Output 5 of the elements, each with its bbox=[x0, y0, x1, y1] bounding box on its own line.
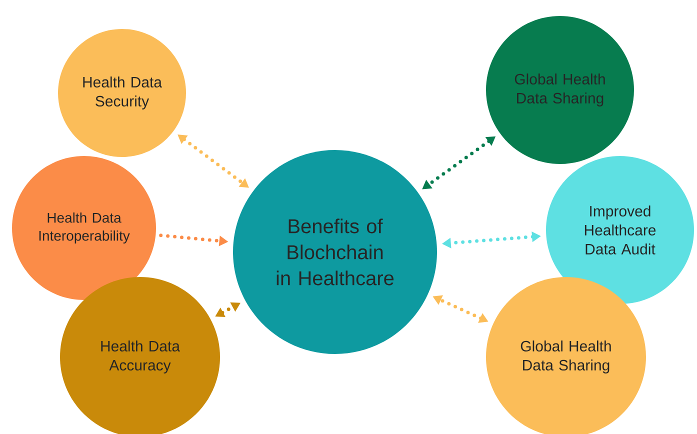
circle-node: Benefits of Blochchain in Healthcare bbox=[233, 150, 437, 354]
circle-node: Health Data Interoperability bbox=[12, 156, 156, 300]
circle-node: Global Health Data Sharing bbox=[486, 16, 634, 164]
circle-node: Health Data Security bbox=[58, 29, 186, 157]
circle-node: Improved Healthcare Data Audit bbox=[546, 156, 694, 304]
